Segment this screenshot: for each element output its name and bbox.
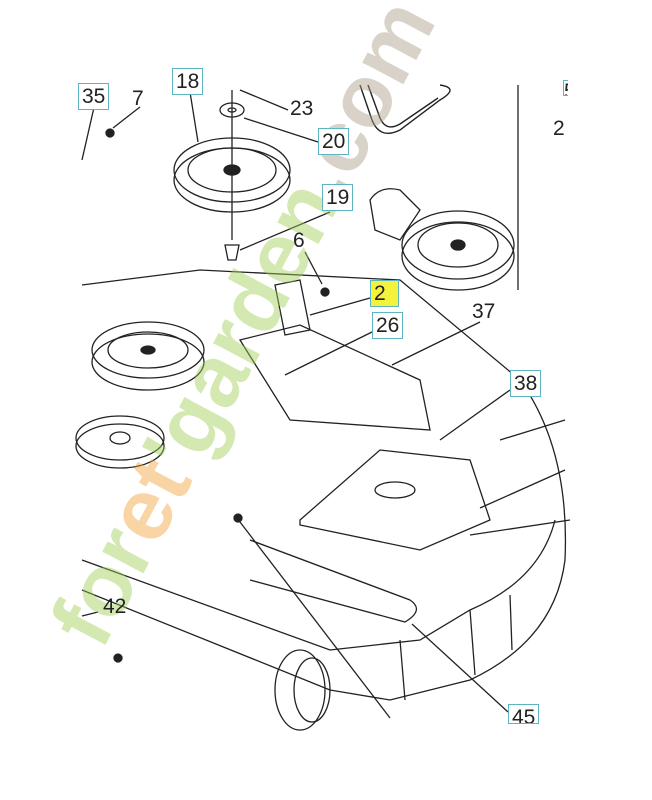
callout-2-right-partial[interactable]: 2	[553, 117, 565, 140]
leader-lines	[81, 89, 571, 719]
pulley-18	[173, 90, 291, 261]
callout-35[interactable]: 35	[78, 83, 110, 110]
spindle-pulley	[75, 415, 165, 469]
drive-belt	[359, 84, 451, 134]
callout-26[interactable]: 26	[372, 312, 404, 339]
callout-5-partial[interactable]: 5	[563, 80, 568, 96]
anti-scalp-wheel	[274, 649, 331, 731]
callout-18[interactable]: 18	[172, 68, 204, 95]
callout-6[interactable]: 6	[293, 229, 305, 252]
callout-38[interactable]: 38	[510, 370, 542, 397]
callout-20[interactable]: 20	[318, 128, 350, 155]
deck-shell	[81, 269, 567, 701]
mount-plate	[238, 324, 431, 431]
callout-37[interactable]: 37	[472, 300, 496, 323]
pulley-right	[369, 188, 515, 291]
callout-42[interactable]: 42	[103, 595, 127, 618]
callout-19[interactable]: 19	[322, 184, 354, 211]
callout-7[interactable]: 7	[132, 87, 144, 110]
callout-23[interactable]: 23	[290, 97, 314, 120]
hardware	[105, 128, 330, 663]
pulley-left	[91, 321, 205, 391]
callout-2-highlighted[interactable]: 2	[370, 280, 399, 307]
callout-45[interactable]: 45	[508, 704, 540, 724]
